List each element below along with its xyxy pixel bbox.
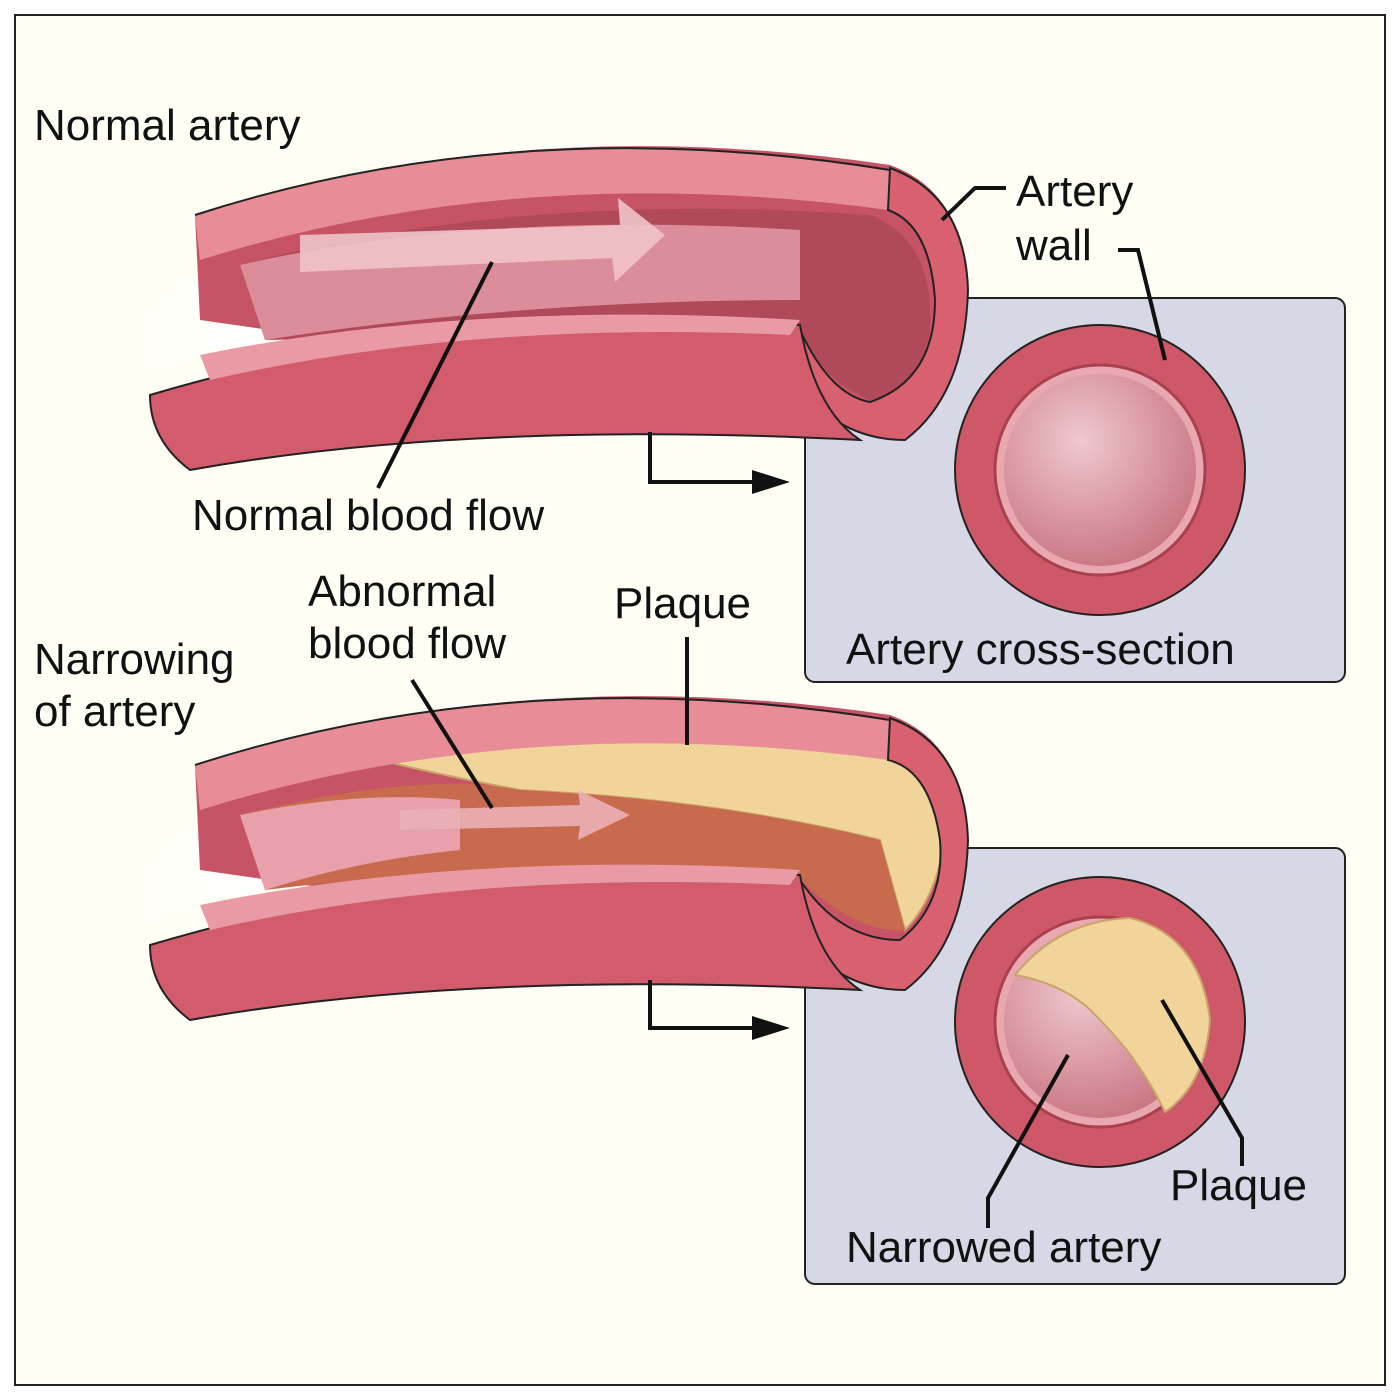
top-connector-arrow: [648, 432, 760, 484]
leader-lines: [376, 186, 1244, 1228]
abnormal-flow-arrow: [400, 790, 630, 840]
normal-artery-drawing: [130, 146, 970, 472]
narrowed-cross-section: [954, 876, 1246, 1168]
label-artery-wall-2: wall: [1016, 221, 1092, 270]
label-normal-blood-flow: Normal blood flow: [192, 491, 545, 540]
label-abnormal-2: blood flow: [308, 619, 507, 668]
narrowed-artery-drawing: [130, 696, 970, 1022]
label-artery-wall-1: Artery: [1016, 167, 1134, 216]
normal-cross-section: [954, 324, 1246, 616]
label-narrowing-2: of artery: [34, 687, 196, 736]
label-cross-section: Artery cross-section: [846, 625, 1235, 674]
label-plaque-bottom: Plaque: [1170, 1161, 1308, 1210]
label-narrowed-artery: Narrowed artery: [846, 1223, 1162, 1272]
label-narrowing-1: Narrowing: [34, 635, 235, 684]
label-abnormal-1: Abnormal: [308, 567, 497, 616]
normal-flow-arrow: [300, 198, 665, 282]
label-plaque-top: Plaque: [614, 579, 752, 628]
label-normal-artery: Normal artery: [34, 101, 301, 150]
bottom-connector-arrow: [648, 980, 760, 1030]
cross-section-plaque: [1013, 916, 1212, 1114]
